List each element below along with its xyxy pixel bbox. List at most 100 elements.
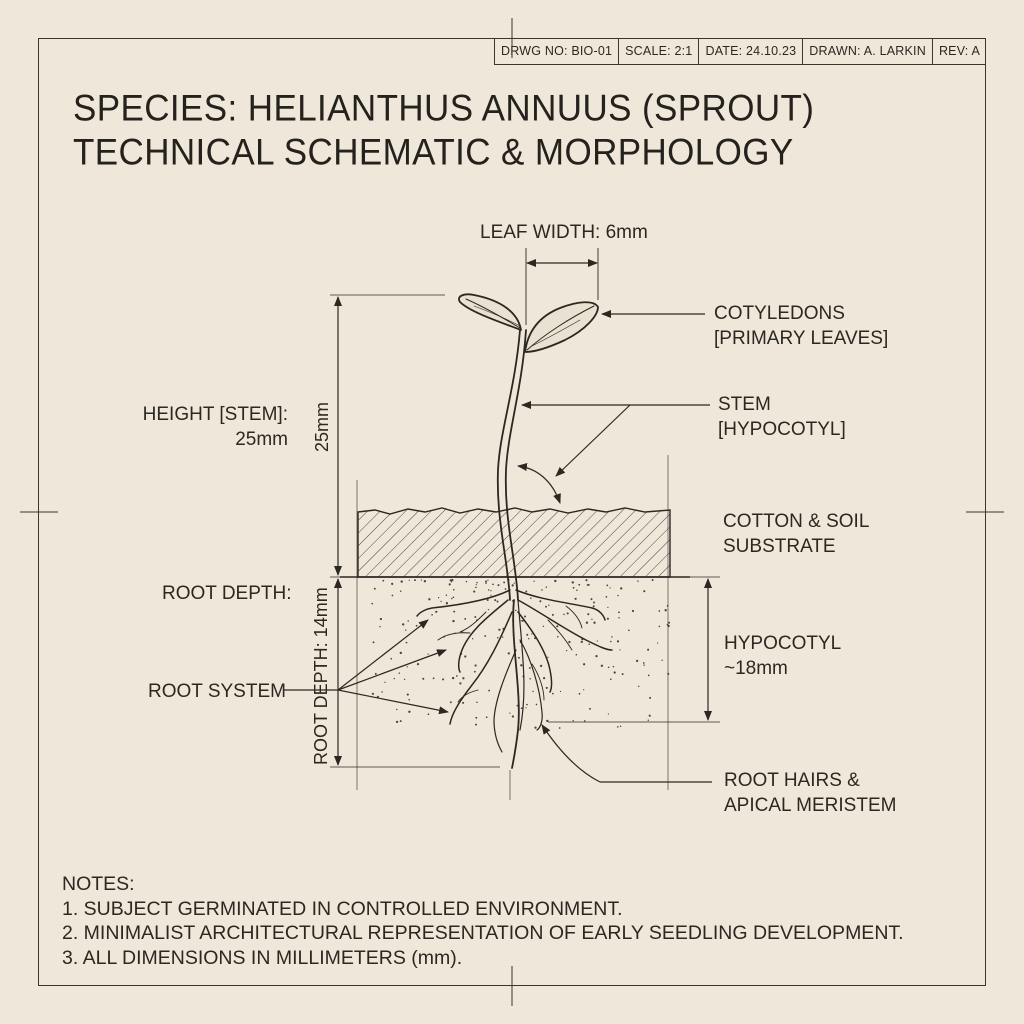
stipple-dot: [497, 584, 500, 587]
height-stem-label: HEIGHT [STEM]: 25mm: [128, 402, 288, 452]
stipple-dot: [445, 602, 449, 605]
stipple-dot: [501, 636, 504, 638]
stipple-dot: [371, 602, 374, 605]
stipple-dot: [535, 703, 538, 706]
substrate-label: COTTON & SOIL SUBSTRATE: [723, 509, 869, 559]
notes-section: NOTES: 1. SUBJECT GERMINATED IN CONTROLL…: [62, 872, 904, 970]
stipple-dot: [513, 582, 515, 584]
stipple-dot: [492, 583, 494, 586]
stipple-dot: [476, 701, 478, 704]
stipple-dot: [415, 624, 418, 627]
stipple-dot: [606, 617, 609, 620]
stem-label-line1: STEM: [718, 394, 771, 415]
stipple-dot: [452, 596, 455, 599]
stipple-dot: [420, 579, 423, 581]
stipple-dot: [533, 580, 535, 582]
stipple-dot: [379, 625, 381, 628]
stipple-dot: [637, 685, 640, 688]
stipple-dot: [427, 653, 429, 655]
stipple-dot: [442, 678, 445, 681]
stipple-dot: [428, 598, 431, 601]
stipple-dot: [580, 640, 583, 644]
root-depth-label: ROOT DEPTH:: [162, 583, 292, 604]
stipple-dot: [592, 605, 595, 608]
stipple-dot: [391, 582, 394, 586]
stipple-dot: [520, 707, 523, 710]
cotyledons-label: COTYLEDONS [PRIMARY LEAVES]: [714, 301, 888, 351]
stipple-dot: [455, 675, 458, 677]
stipple-dot: [631, 609, 635, 613]
stipple-dot: [414, 579, 416, 582]
root-system-label: ROOT SYSTEM: [148, 681, 286, 702]
stipple-dot: [374, 672, 377, 675]
stipple-dot: [523, 615, 527, 618]
root-depth-vertical-label: ROOT DEPTH: 14mm: [311, 587, 331, 765]
page-title: SPECIES: HELIANTHUS ANNUUS (SPROUT): [73, 88, 815, 129]
stipple-dot: [661, 659, 663, 662]
stipple-dot: [587, 613, 590, 616]
stipple-dot: [451, 676, 455, 680]
stipple-dot: [548, 604, 550, 606]
stipple-dot: [399, 590, 402, 593]
stipple-dot: [609, 587, 611, 589]
stipple-dot: [658, 610, 661, 612]
stipple-dot: [588, 643, 590, 645]
stipple-dot: [635, 659, 639, 663]
stipple-dot: [628, 629, 630, 632]
stipple-dot: [473, 590, 476, 593]
stipple-dot: [525, 590, 528, 593]
stipple-dot: [496, 600, 499, 603]
stipple-dot: [373, 587, 376, 590]
stipple-dot: [381, 691, 383, 693]
stipple-dot: [459, 682, 462, 685]
stipple-dot: [520, 620, 522, 622]
stipple-dot: [440, 600, 442, 603]
title-block-scale: SCALE: 2:1: [619, 38, 700, 64]
stipple-dot: [545, 686, 548, 689]
stipple-dot: [525, 707, 527, 709]
notes-heading: NOTES:: [62, 873, 135, 895]
title-block-revision: REV: A: [938, 44, 980, 58]
stipple-dot: [528, 666, 531, 669]
dimension-lines: [330, 248, 720, 800]
stipple-dot: [620, 587, 623, 590]
stipple-dot: [647, 648, 650, 651]
stipple-dot: [618, 611, 620, 614]
stipple-dot: [464, 655, 467, 658]
stipple-dot: [487, 608, 490, 611]
substrate-label-line2: SUBSTRATE: [723, 536, 836, 557]
stipple-dot: [606, 584, 609, 587]
stipple-dot: [559, 690, 562, 693]
height-stem-label-value: 25mm: [235, 429, 288, 450]
stipple-dot: [568, 640, 571, 644]
stipple-dot: [539, 664, 543, 668]
stipple-dot: [616, 640, 620, 643]
leaf-width-label: LEAF WIDTH: 6mm: [480, 222, 648, 243]
title-block-drawn-by: DRAWN: A. LARKIN: [803, 38, 933, 64]
stipple-dot: [613, 671, 616, 674]
stipple-dot: [590, 598, 593, 601]
stipple-dot: [528, 638, 530, 640]
stipple-dot: [475, 584, 477, 586]
stipple-dot: [593, 601, 595, 604]
root-hairs-label: ROOT HAIRS & APICAL MERISTEM: [724, 768, 896, 818]
stipple-dot: [406, 666, 408, 668]
stipple-dot: [431, 613, 433, 616]
stipple-dot: [384, 681, 386, 683]
stipple-dot: [396, 708, 398, 711]
stipple-dot: [476, 581, 478, 584]
stipple-dot: [575, 653, 578, 656]
page-subtitle: TECHNICAL SCHEMATIC & MORPHOLOGY: [73, 132, 794, 173]
title-block-drawing-number: DRWG NO: BIO-01: [495, 38, 620, 64]
stipple-dot: [618, 616, 620, 619]
stipple-dot: [526, 703, 528, 706]
stipple-dot: [563, 613, 565, 616]
stipple-dot: [583, 720, 586, 722]
title-block-date: DATE: 24.10.23: [699, 38, 804, 64]
stipple-dot: [427, 713, 430, 716]
stipple-dot: [435, 610, 438, 613]
stipple-dot: [390, 657, 393, 660]
stipple-dot: [578, 583, 581, 586]
stipple-dot: [490, 594, 492, 596]
stipple-dot: [574, 597, 577, 600]
